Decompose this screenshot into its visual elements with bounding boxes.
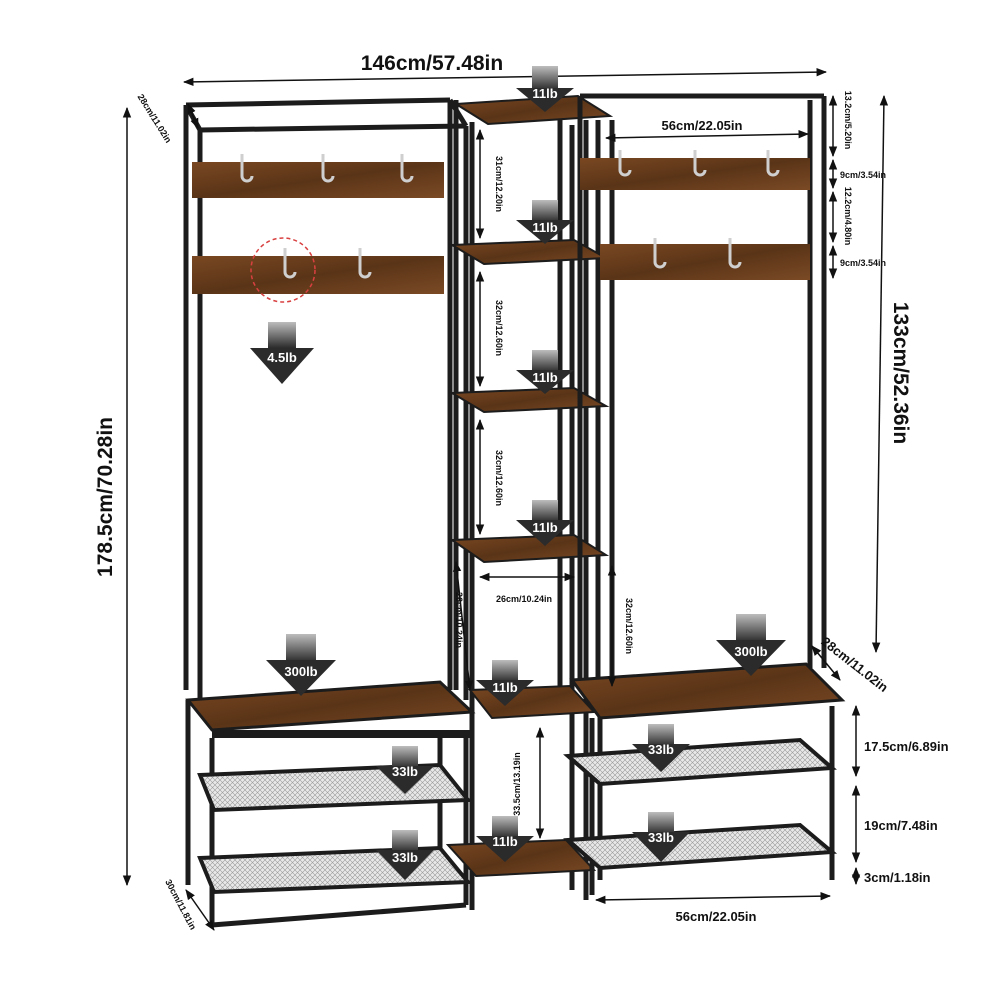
center-shelf-2-weight: 11lb	[532, 220, 557, 235]
hook-bar-2-label: 9cm/3.54in	[840, 258, 886, 268]
shelf-gap-1-label: 31cm/12.20in	[494, 156, 504, 212]
shoe-left-lower-weight: 33lb	[392, 850, 418, 865]
hook-icon	[728, 238, 742, 269]
shelf-gap-4-label: 32cm/12.60in	[624, 598, 634, 654]
bench-right-weight: 300lb	[734, 644, 767, 659]
dimension-lines	[122, 67, 889, 931]
left-hook-board-lower	[192, 256, 444, 294]
bench-gap-label: 17.5cm/6.89in	[864, 739, 949, 754]
total-height-label: 178.5cm/70.28in	[94, 417, 117, 577]
weight-arrow-icon	[632, 812, 690, 862]
center-shelf-bottom-weight: 11lb	[492, 834, 517, 849]
hook-icon	[618, 150, 632, 177]
shoe-right-upper-weight: 33lb	[648, 742, 674, 757]
shelf-gap-3-label: 32cm/12.60in	[494, 450, 504, 506]
shelf-gap-2-label: 32cm/12.60in	[494, 300, 504, 356]
hook-weight-label: 4.5lb	[267, 350, 297, 365]
weight-arrow-icon	[376, 746, 434, 794]
hook-icon	[653, 238, 667, 269]
shoe-gap-label: 19cm/7.48in	[864, 818, 938, 833]
depth-bottom-left-label: 30cm/11.81in	[163, 878, 198, 932]
center-shelf-2	[448, 238, 610, 266]
hook-gap-label: 12.2cm/4.80in	[843, 187, 853, 246]
foot-height-label: 3cm/1.18in	[864, 870, 931, 885]
left-hooks	[240, 154, 414, 279]
bench-left-weight: 300lb	[284, 664, 317, 679]
shoe-right-lower-weight: 33lb	[648, 830, 674, 845]
weight-arrow-icon	[716, 614, 786, 676]
hook-icon	[766, 150, 780, 177]
total-width-label: 146cm/57.48in	[361, 52, 503, 75]
top-gap-label: 13.2cm/5.20in	[843, 91, 853, 150]
lower-center-gap-label: 33.5cm/13.19in	[512, 752, 522, 816]
hook-icon	[321, 154, 335, 183]
hook-icon	[358, 248, 372, 279]
weight-arrow-icon	[516, 350, 574, 394]
left-section	[183, 97, 469, 925]
hook-icon	[693, 150, 707, 177]
weight-arrow-icon	[266, 634, 336, 696]
hook-icon	[240, 154, 254, 183]
center-depth-label: 26cm/10.24in	[454, 592, 464, 648]
center-width-label: 26cm/10.24in	[496, 594, 552, 604]
weight-arrow-icon	[476, 660, 534, 706]
hook-bar-1-label: 9cm/3.54in	[840, 170, 886, 180]
shoe-left-upper-weight: 33lb	[392, 764, 418, 779]
hook-highlight-circle	[250, 237, 316, 303]
center-shelf-5-weight: 11lb	[492, 680, 517, 695]
right-shoe-shelf-upper	[563, 737, 837, 787]
weight-arrow-icon	[516, 500, 574, 546]
center-shelf-3	[448, 386, 610, 414]
weight-arrow-icon	[632, 724, 690, 772]
left-bench-seat	[185, 680, 476, 732]
center-shelf-4	[448, 533, 610, 564]
weight-arrow-icon	[516, 66, 574, 112]
side-height-label: 133cm/52.36in	[889, 302, 912, 444]
weight-arrows: 4.5lb 11lb 11lb 11lb 11lb 11lb	[250, 66, 786, 880]
right-shoe-shelf-lower	[563, 822, 838, 871]
right-hook-board-lower	[600, 244, 810, 280]
depth-top-left-label: 28cm/11.02in	[136, 92, 174, 144]
center-shelf-top-weight: 11lb	[532, 86, 557, 101]
weight-arrow-icon	[376, 830, 434, 880]
hook-icon	[400, 154, 414, 183]
right-hooks	[618, 150, 780, 269]
weight-arrow-icon	[516, 200, 574, 244]
right-bench-seat	[569, 662, 846, 720]
center-shelf-3-weight: 11lb	[532, 370, 557, 385]
center-shelf-4-weight: 11lb	[532, 520, 557, 535]
right-width-bottom-label: 56cm/22.05in	[676, 909, 757, 924]
weight-arrow-icon	[476, 816, 534, 862]
right-width-top-label: 56cm/22.05in	[662, 118, 743, 133]
hook-icon	[283, 248, 297, 279]
weight-arrow-icon	[250, 322, 314, 384]
